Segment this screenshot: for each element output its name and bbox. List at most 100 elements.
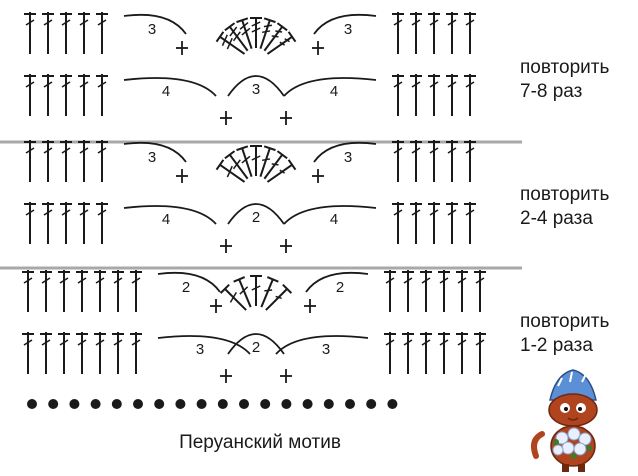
single-crochet-symbol xyxy=(210,299,222,313)
chain-stitch-dot xyxy=(90,399,101,409)
double-crochet-symbol xyxy=(96,202,108,244)
double-crochet-symbol xyxy=(130,270,142,312)
double-crochet-symbol xyxy=(464,202,476,244)
chain-stitch-dot xyxy=(302,399,313,409)
fan-double-crochet-symbol xyxy=(259,145,276,178)
single-crochet-symbol xyxy=(312,41,324,55)
double-crochet-symbol xyxy=(402,332,414,374)
chain-count-label: 3 xyxy=(344,149,352,166)
double-crochet-symbol xyxy=(428,74,440,116)
fan-double-crochet-symbol xyxy=(236,145,253,178)
double-crochet-symbol xyxy=(464,74,476,116)
single-crochet-symbol xyxy=(220,111,232,125)
repeat-note-bottom-line1: повторить xyxy=(520,311,610,332)
chain-stitch-dot xyxy=(69,399,80,409)
double-crochet-symbol xyxy=(24,140,36,182)
fan-double-crochet-symbol xyxy=(219,283,247,311)
double-crochet-symbol xyxy=(22,332,34,374)
double-crochet-symbol xyxy=(446,202,458,244)
single-crochet-symbol xyxy=(176,169,188,183)
double-crochet-symbol xyxy=(384,270,396,312)
chain-stitch-dot xyxy=(154,399,165,409)
chain-count-label: 3 xyxy=(148,149,156,166)
fan-double-crochet-symbol xyxy=(250,145,262,176)
fan-double-crochet-symbol xyxy=(236,17,253,50)
chain-stitch-dot xyxy=(260,399,271,409)
single-crochet-symbol xyxy=(220,239,232,253)
chain-count-label: 4 xyxy=(162,83,170,100)
chain-stitch-dot xyxy=(239,399,249,409)
repeat-note-bottom: повторить 1-2 раза xyxy=(520,310,609,358)
cat-mascot-illustration xyxy=(531,369,598,472)
fan-double-crochet-symbol xyxy=(266,31,297,55)
repeat-note-top-line1: повторить xyxy=(520,57,610,78)
double-crochet-symbol xyxy=(428,202,440,244)
chain-stitch-dot xyxy=(48,399,59,409)
double-crochet-symbol xyxy=(94,270,106,312)
chain-arc xyxy=(313,141,377,163)
single-crochet-symbol xyxy=(280,111,292,125)
double-crochet-symbol xyxy=(60,12,72,54)
chain-count-label: 2 xyxy=(252,209,260,226)
double-crochet-symbol xyxy=(24,202,36,244)
double-crochet-symbol xyxy=(96,74,108,116)
double-crochet-symbol xyxy=(446,74,458,116)
fan-double-crochet-symbol xyxy=(259,17,276,50)
double-crochet-symbol xyxy=(78,74,90,116)
double-crochet-symbol xyxy=(392,12,404,54)
double-crochet-symbol xyxy=(474,270,486,312)
double-crochet-symbol xyxy=(60,202,72,244)
chain-arc xyxy=(283,205,377,225)
fan-double-crochet-symbol xyxy=(263,22,288,52)
chain-count-label: 2 xyxy=(182,279,190,296)
fan-double-crochet-symbol xyxy=(215,159,246,183)
fan-double-crochet-symbol xyxy=(215,31,246,55)
chain-arc xyxy=(157,335,251,355)
chain-stitch-dot xyxy=(217,399,228,409)
repeat-note-bottom-line2: 1-2 раза xyxy=(520,335,593,356)
repeat-note-middle: повторить 2-4 раза xyxy=(520,183,609,231)
single-crochet-symbol xyxy=(304,299,316,313)
chain-stitch-dot xyxy=(345,399,355,409)
chain-stitch-dot xyxy=(323,399,334,409)
chain-arc xyxy=(313,13,377,35)
double-crochet-symbol xyxy=(42,74,54,116)
single-crochet-symbol xyxy=(220,369,232,383)
double-crochet-symbol xyxy=(76,270,88,312)
repeat-note-middle-line1: повторить xyxy=(520,184,610,205)
double-crochet-symbol xyxy=(130,332,142,374)
double-crochet-symbol xyxy=(40,270,52,312)
double-crochet-symbol xyxy=(410,74,422,116)
double-crochet-symbol xyxy=(456,332,468,374)
double-crochet-symbol xyxy=(60,74,72,116)
chain-count-label: 4 xyxy=(162,211,170,228)
double-crochet-symbol xyxy=(410,140,422,182)
chain-arc xyxy=(123,205,217,225)
chain-stitch-dot xyxy=(387,399,398,409)
chain-count-label: 2 xyxy=(252,339,260,356)
double-crochet-symbol xyxy=(40,332,52,374)
chain-stitch-dot xyxy=(175,399,186,409)
double-crochet-symbol xyxy=(464,12,476,54)
double-crochet-symbol xyxy=(24,74,36,116)
single-crochet-symbol xyxy=(280,239,292,253)
fan-double-crochet-symbol xyxy=(224,150,249,180)
fan-double-crochet-symbol xyxy=(263,150,288,180)
double-crochet-symbol xyxy=(392,202,404,244)
double-crochet-symbol xyxy=(474,332,486,374)
chain-arc xyxy=(123,141,187,163)
chain-count-label: 4 xyxy=(330,83,338,100)
double-crochet-symbol xyxy=(420,270,432,312)
double-crochet-symbol xyxy=(438,270,450,312)
chain-arc xyxy=(227,203,285,225)
chain-arc xyxy=(157,271,221,293)
double-crochet-symbol xyxy=(446,12,458,54)
chain-arc xyxy=(123,13,187,35)
double-crochet-symbol xyxy=(78,202,90,244)
chain-arc xyxy=(283,77,377,97)
double-crochet-symbol xyxy=(446,140,458,182)
fan-double-crochet-symbol xyxy=(266,159,297,183)
